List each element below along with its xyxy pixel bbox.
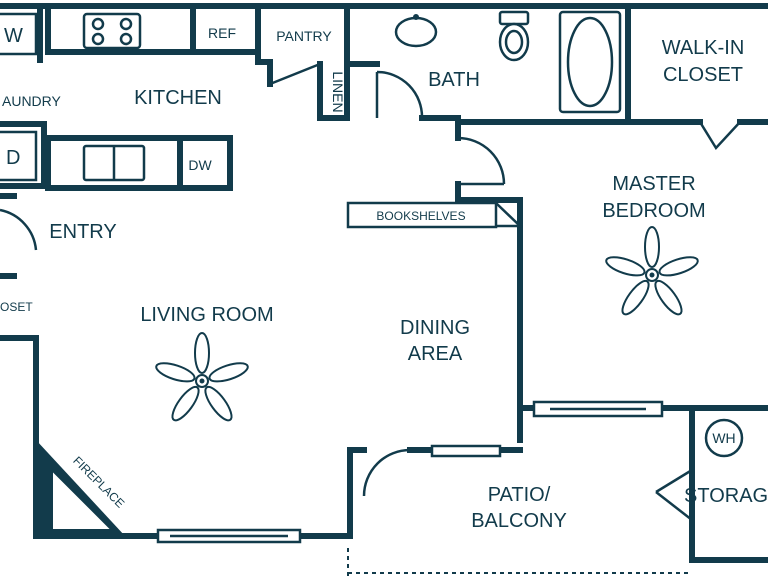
fixture-label-bookshelves: BOOKSHELVES (376, 209, 465, 223)
room-label-patio-1: PATIO/ (488, 484, 551, 506)
ceiling-fan-icon (155, 332, 249, 422)
toilet-icon (498, 10, 530, 62)
fixture-label-dw: DW (188, 157, 212, 173)
water-heater-icon (704, 418, 744, 458)
room-label-bath: BATH (428, 69, 480, 91)
room-label-laundry: AUNDRY (2, 93, 62, 109)
patio-edge (347, 548, 692, 576)
fixture-label-wh: WH (712, 430, 735, 446)
room-label-patio-2: BALCONY (471, 510, 567, 532)
stove-icon (82, 12, 142, 50)
room-label-kitchen: KITCHEN (134, 87, 222, 109)
fixture-label-ref: REF (208, 25, 236, 41)
kitchen-sink-icon (82, 144, 146, 182)
ceiling-fan-icon (605, 226, 699, 316)
room-label-dining-2: AREA (408, 343, 463, 365)
room-label-master-2: BEDROOM (602, 200, 705, 222)
room-label-walkin-2: CLOSET (663, 64, 743, 86)
room-label-living: LIVING ROOM (140, 304, 273, 326)
fixture-label-pantry: PANTRY (276, 28, 332, 44)
fixture-label-dryer: D (6, 147, 20, 169)
room-label-closet-left: OSET (0, 300, 33, 314)
room-label-dining-1: DINING (400, 317, 470, 339)
doors (0, 62, 741, 521)
room-label-walkin-1: WALK-IN (662, 37, 745, 59)
fireplace (36, 440, 125, 536)
bookshelves (346, 201, 524, 229)
fixture-label-linen: LINEN (330, 71, 346, 112)
room-label-storage: STORAGE (684, 485, 768, 507)
bathtub-icon (558, 10, 622, 114)
room-label-entry: ENTRY (49, 221, 116, 243)
windows (156, 400, 664, 544)
sink-icon (394, 14, 438, 48)
walls (0, 3, 768, 563)
fixture-label-washer: W (4, 25, 23, 47)
room-label-master-1: MASTER (612, 173, 695, 195)
